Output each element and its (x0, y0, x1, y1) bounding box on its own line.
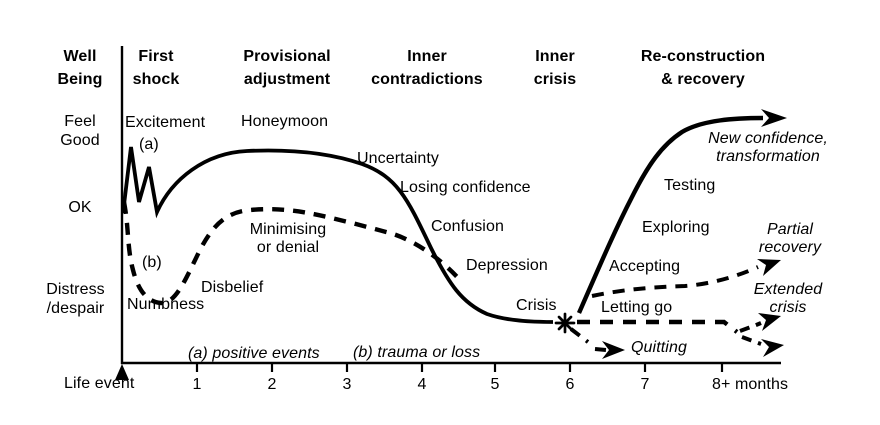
phase-first-shock: First shock (132, 48, 180, 88)
label-partial-recovery: Partial recovery (758, 221, 822, 256)
label-numbness: Numbness (127, 296, 205, 313)
label-curve-a-marker: (a) (139, 136, 159, 153)
continuing-arrowhead-icon (761, 339, 784, 357)
curve-b-main (121, 201, 462, 306)
label-uncertainty: Uncertainty (357, 150, 440, 167)
life-event-arrow-icon (115, 364, 129, 380)
crisis-star-icon (554, 312, 576, 334)
label-excitement: Excitement (125, 114, 206, 131)
y-level-feel-good: Feel Good (60, 113, 100, 150)
y-axis-title: Well Being (57, 48, 103, 88)
label-quitting: Quitting (631, 339, 687, 356)
label-honeymoon: Honeymoon (241, 113, 329, 130)
label-crisis: Crisis (516, 297, 557, 314)
x-axis-origin-label: Life event (64, 375, 135, 392)
label-curve-b-marker: (b) (142, 254, 162, 271)
extended-crisis-arrowhead-icon (758, 313, 781, 331)
quitting-line (569, 327, 607, 352)
label-new-confidence: New confidence, transformation (708, 130, 828, 165)
label-exploring: Exploring (642, 219, 710, 236)
legend-positive-events: (a) positive events (188, 345, 320, 362)
phase-inner-contradictions: Inner contradictions (371, 48, 483, 88)
curve-a-main (121, 146, 554, 324)
y-level-distress: Distress /despair (46, 281, 105, 318)
label-testing: Testing (664, 177, 716, 194)
letting-go-line (577, 319, 739, 334)
x-tick-5: 5 (490, 376, 500, 393)
label-extended-crisis: Extended crisis (753, 281, 823, 316)
x-tick-2: 2 (267, 376, 277, 393)
x-tick-1: 1 (192, 376, 202, 393)
phase-inner-crisis: Inner crisis (533, 48, 577, 88)
x-tick-4: 4 (417, 376, 427, 393)
x-tick-6: 6 (565, 376, 575, 393)
y-level-ok: OK (68, 199, 92, 216)
quitting-arrowhead-icon (602, 341, 625, 359)
label-minimising: Minimising or denial (249, 221, 327, 256)
label-confusion: Confusion (431, 218, 504, 235)
phase-provisional-adjustment: Provisional adjustment (243, 48, 331, 88)
label-accepting: Accepting (609, 258, 681, 275)
recovery-line (576, 115, 764, 314)
x-axis-end-label: 8+ months (712, 376, 789, 393)
partial-recovery-line (591, 265, 759, 298)
label-losing-confidence: Losing confidence (400, 179, 531, 196)
x-tick-3: 3 (342, 376, 352, 393)
label-letting-go: Letting go (601, 299, 673, 316)
extended-crisis-branch (739, 321, 762, 333)
partial-recovery-arrowhead-icon (757, 259, 781, 276)
legend-trauma-or-loss: (b) trauma or loss (353, 344, 481, 361)
label-depression: Depression (466, 257, 548, 274)
recovery-arrowhead-icon (761, 109, 787, 127)
x-axis-ticks (195, 363, 724, 372)
continuing-branch (741, 335, 762, 346)
label-disbelief: Disbelief (201, 279, 264, 296)
phase-reconstruction: Re-construction & recovery (640, 48, 766, 88)
x-tick-7: 7 (640, 376, 650, 393)
